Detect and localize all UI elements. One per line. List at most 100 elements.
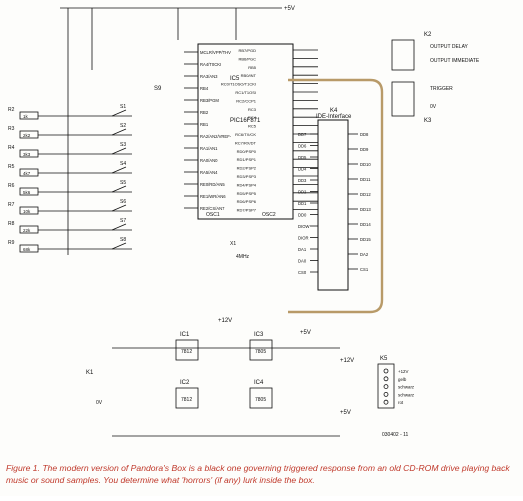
resistor-r8	[19, 225, 39, 234]
switch-lever	[111, 204, 127, 212]
mcu-pin-right-label: RD0/PSP0	[237, 149, 257, 154]
resistor-r4	[19, 149, 39, 158]
trigger-label: TRIGGER	[430, 86, 453, 92]
resistor-r3	[19, 130, 39, 139]
resistor-name: R7	[8, 202, 15, 208]
mcu-pin-right-label: RB0/INT	[241, 73, 257, 78]
crystal-freq-label: 4MHz	[236, 254, 250, 260]
k5-top-supply-label: +12V	[340, 358, 354, 364]
resistor-name: R2	[8, 107, 15, 113]
ide-pin-left-label: DA1	[298, 247, 307, 252]
vplus-psu-b-label: +5V	[300, 330, 311, 336]
ide-pin-right-label: DA2	[360, 252, 369, 257]
switch-name: S2	[120, 123, 126, 129]
out-delay-label: OUTPUT DELAY	[430, 44, 469, 50]
mcu-pin-right-label: RC0/T1OSO/T1CKI	[221, 82, 256, 87]
resistor-name: R6	[8, 183, 15, 189]
ide-pin-right-label: DD14	[360, 222, 371, 227]
ic2-part-label: 7812	[181, 397, 192, 403]
k5-pin	[383, 391, 389, 397]
ide-pin-left-label: DD7	[298, 132, 307, 137]
mcu-pin-left-label: RA5/AN4	[200, 170, 218, 175]
resistor-value: 3k3	[23, 152, 31, 157]
resistor-value: 22k	[23, 228, 31, 233]
switch-name: S7	[120, 218, 126, 224]
resistor-name: R9	[8, 240, 15, 246]
mcu-pin-left-label: RA2/AN2/VREF-	[200, 134, 232, 139]
k1-label: K1	[86, 370, 94, 376]
mcu-pin-right-label: RD1/PSP1	[237, 157, 257, 162]
k5-pin	[383, 384, 389, 390]
mcu-pin-right-label: RB6/PGC	[238, 56, 256, 61]
ide-pin-right-label: DD11	[360, 177, 371, 182]
ide-pin-left-label: DD4	[298, 167, 307, 172]
k5-pin	[383, 368, 389, 374]
vplus-top-label: +5V	[284, 6, 295, 12]
mcu-pin-right-label: RD5/PSP5	[237, 191, 257, 196]
k5-pin-label: +12V	[398, 369, 408, 374]
mcu-pin-left-label: RA0/AN0	[200, 158, 218, 163]
ide-pin-left-label: CS0	[298, 270, 307, 275]
switch-name: S3	[120, 142, 126, 148]
switch-name: S8	[120, 237, 126, 243]
k5-pin-label: rot	[398, 400, 404, 405]
resistor-r2	[19, 111, 39, 120]
mcu-pin-right-label: RC5	[248, 124, 257, 129]
mcu-osc1-label: OSC1	[206, 212, 220, 218]
resistor-value: 68k	[23, 247, 31, 252]
ide-pin-left-label: DD3	[298, 178, 307, 183]
ide-pin-left-label: DD1	[298, 201, 307, 206]
ide-title-label: IDE-Interface	[316, 114, 352, 120]
figure-caption: Figure 1. The modern version of Pandora'…	[6, 463, 518, 486]
mcu-pin-left-label: RB4	[200, 86, 209, 91]
trigger-0v-label: 0V	[430, 104, 437, 110]
k3-label: K3	[424, 118, 432, 124]
caption-text: The modern version of Pandora's Box is a…	[6, 463, 510, 485]
k5-pin	[383, 376, 389, 382]
mcu-pin-right-label: RC7/RX/DT	[235, 140, 257, 145]
ic3-label: IC3	[254, 332, 264, 338]
mcu-pin-left-label: RE0/RD/AN5	[200, 182, 225, 187]
mcu-pin-right-label: RB5	[248, 65, 257, 70]
vplus-psu-a-label: +12V	[218, 318, 232, 324]
switch-lever	[111, 166, 127, 174]
mcu-pin-right-label: RD4/PSP4	[237, 182, 257, 187]
ide-pin-right-label: CS1	[360, 267, 369, 272]
resistor-r7	[19, 206, 39, 215]
resistor-value: 2k2	[23, 133, 31, 138]
mcu-pin-left-label: RA1/AN1	[200, 146, 218, 151]
switch-name: S4	[120, 161, 126, 167]
switch-name: S5	[120, 180, 126, 186]
part-number-label: 030402 - 11	[382, 432, 409, 438]
switch-name: S6	[120, 199, 126, 205]
switch-name: S1	[120, 104, 126, 110]
switch-lever	[111, 128, 127, 136]
switch-lever	[111, 185, 127, 193]
ide-pin-left-label: DD5	[298, 155, 307, 160]
s9-label: S9	[154, 86, 162, 92]
mcu-pin-left-label: RB3/PGM	[200, 98, 219, 103]
mcu-pin-right-label: RD3/PSP3	[237, 174, 257, 179]
mcu-pin-left-label: RE2/CS/AN7	[200, 206, 225, 211]
switch-lever	[111, 109, 127, 117]
mcu-part-label: PIC16F871	[230, 118, 261, 124]
mcu-pin-right-label: RD6/PSP6	[237, 199, 257, 204]
mcu-pin-right-label: RC3	[248, 107, 257, 112]
ic4-part-label: 7805	[255, 397, 266, 403]
mcu-pin-right-label: RD2/PSP2	[237, 166, 257, 171]
k2-box	[391, 39, 415, 71]
ic4-body	[249, 387, 273, 409]
resistor-r9	[19, 244, 39, 253]
resistor-value: 5k6	[23, 190, 31, 195]
resistor-r6	[19, 187, 39, 196]
ic5-body	[197, 43, 294, 220]
ide-pin-left-label: DIOR	[298, 236, 308, 241]
mcu-pin-right-label: RC1/T1OSI	[235, 90, 256, 95]
mcu-pin-left-label: RB1	[200, 122, 209, 127]
mcu-osc2-label: OSC2	[262, 212, 276, 218]
k5-pin-label: schwarz	[398, 385, 414, 390]
caption-figure-number: Figure 1.	[6, 463, 40, 473]
ide-pin-left-label: DD2	[298, 190, 307, 195]
